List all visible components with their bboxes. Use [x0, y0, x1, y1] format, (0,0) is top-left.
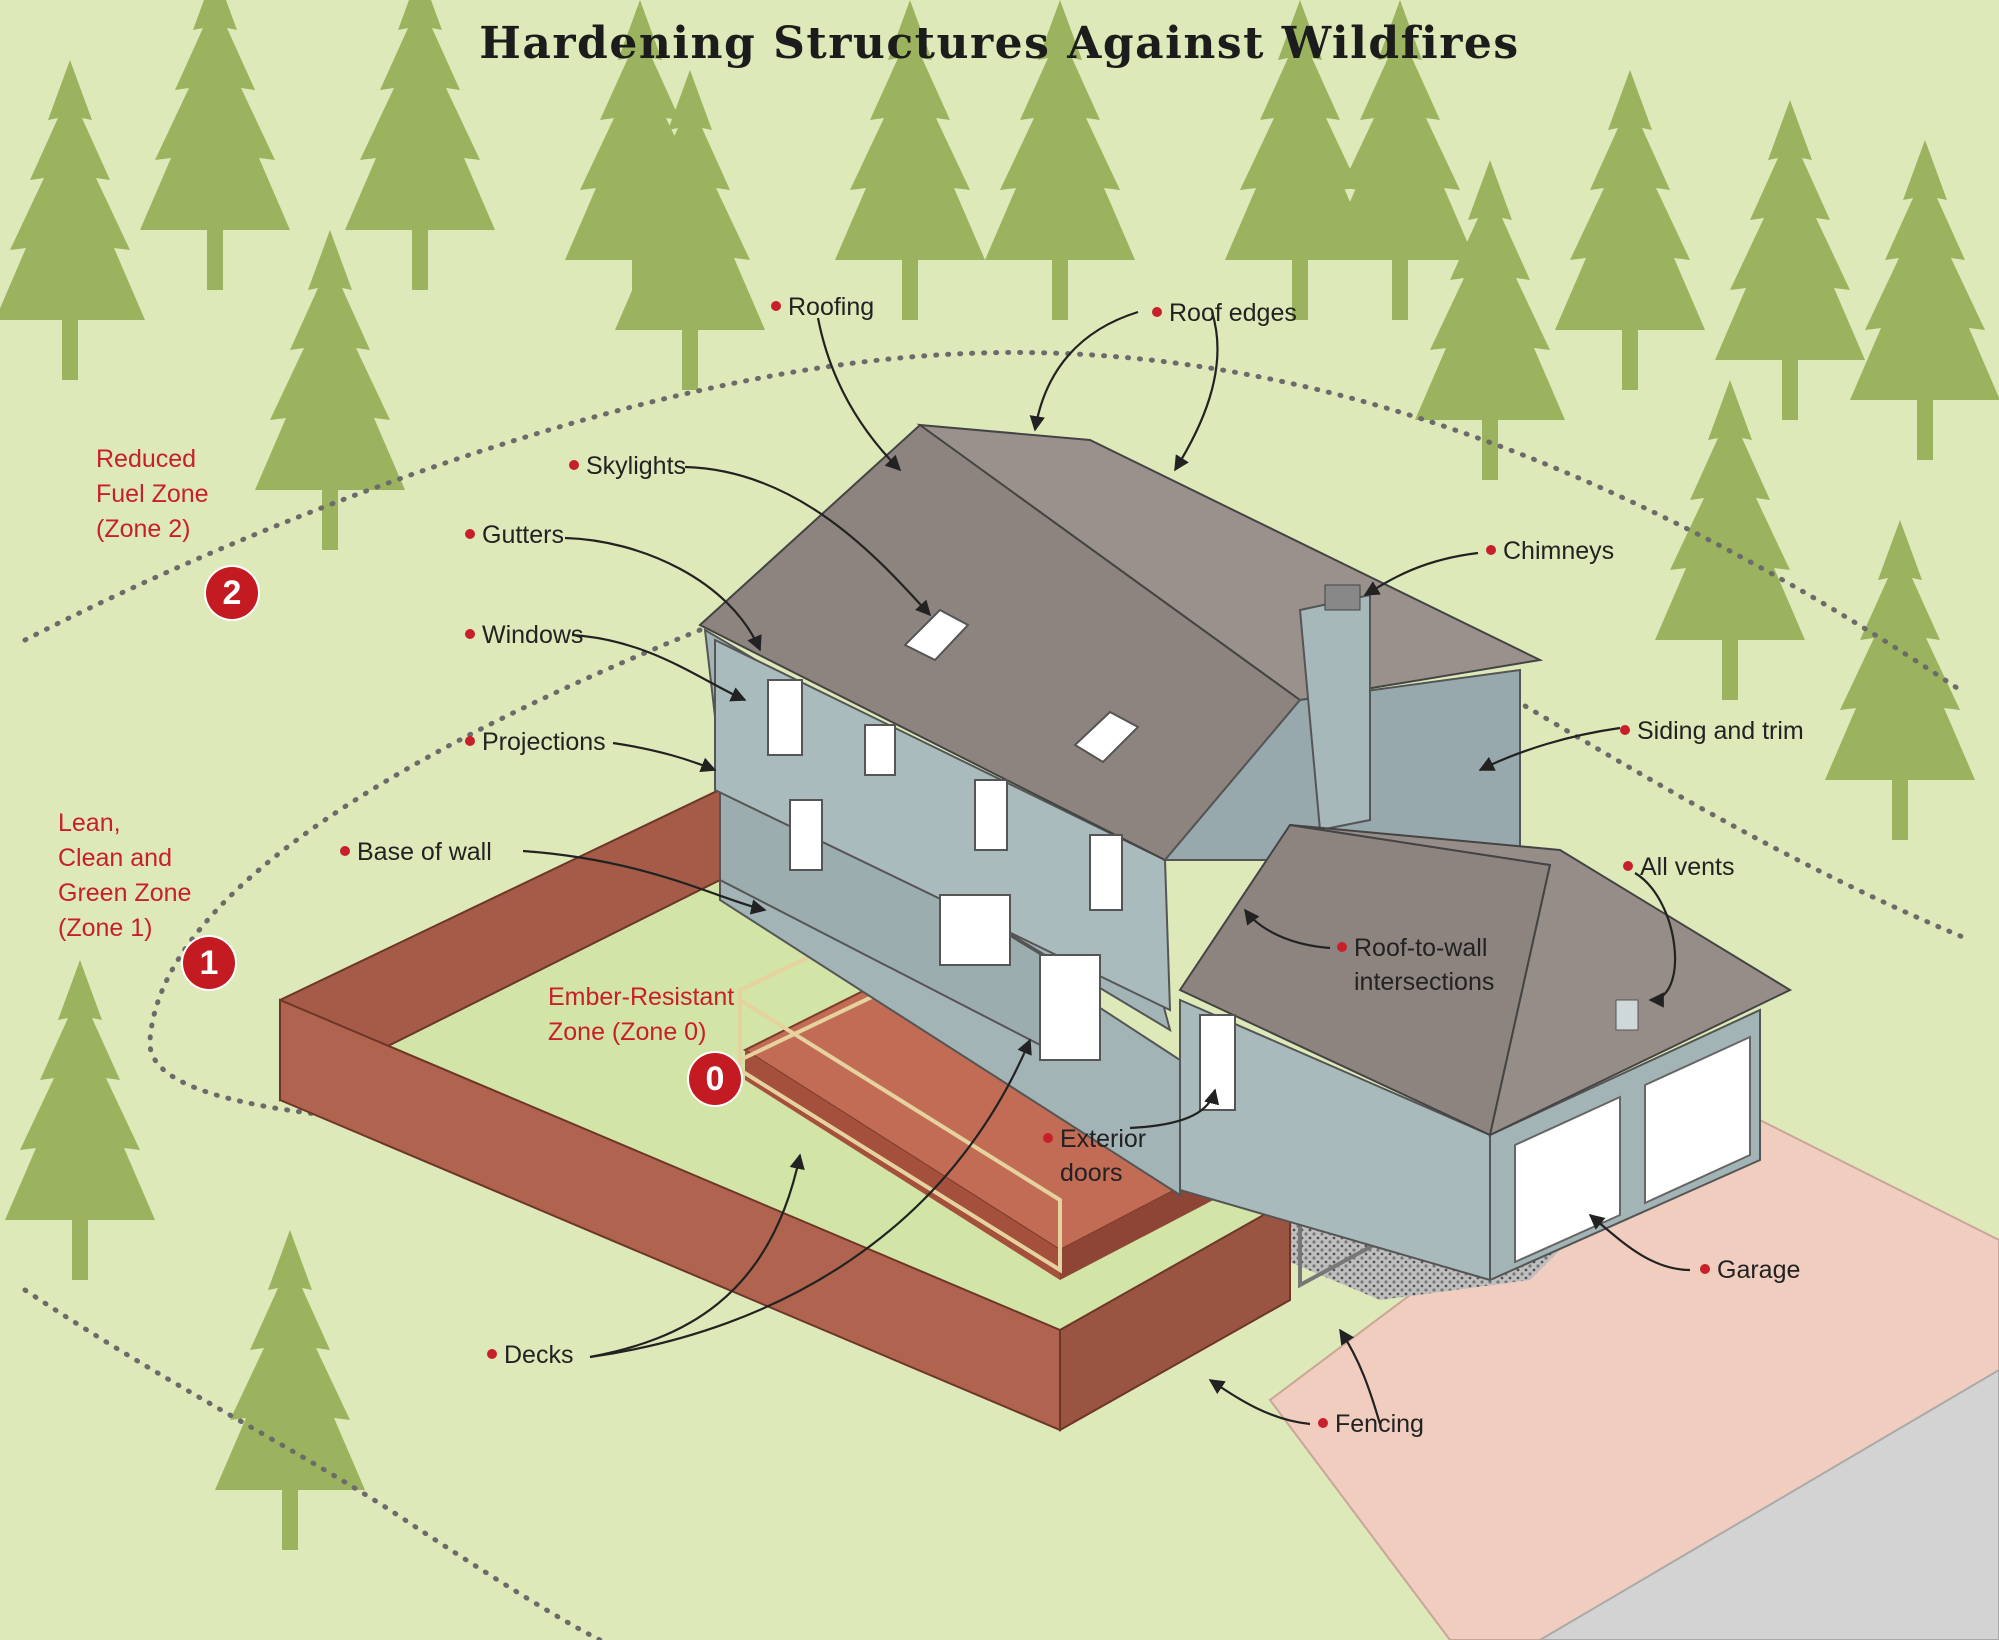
bullet-icon: [1152, 307, 1162, 318]
label-skylights: Skylights: [569, 449, 686, 483]
zone1-badge: 1: [183, 937, 235, 989]
bullet-icon: [487, 1349, 497, 1360]
zone1-label: Lean, Clean and Green Zone (Zone 1): [58, 809, 192, 942]
bullet-icon: [465, 629, 475, 640]
bullet-icon: [465, 529, 475, 540]
street: [1538, 1368, 1999, 1640]
zone0-label: Ember-Resistant Zone (Zone 0): [548, 983, 735, 1046]
label-windows: Windows: [465, 618, 583, 652]
label-roofing: Roofing: [771, 290, 874, 324]
label-chimneys: Chimneys: [1486, 534, 1614, 568]
label-all-vents: All vents: [1623, 850, 1734, 884]
zone2-badge: 2: [206, 567, 258, 619]
zone0-badge: 0: [689, 1053, 741, 1105]
label-siding-and-trim: Siding and trim: [1620, 714, 1804, 748]
bullet-icon: [340, 846, 350, 857]
bullet-icon: [1623, 861, 1633, 872]
bullet-icon: [1337, 942, 1347, 953]
label-decks: Decks: [487, 1338, 573, 1372]
callout-arrow-group: [522, 310, 1691, 1426]
label-roof-edges: Roof edges: [1152, 296, 1297, 330]
label-projections: Projections: [465, 725, 606, 759]
zone2-label: Reduced Fuel Zone (Zone 2): [96, 445, 209, 543]
bullet-icon: [1486, 545, 1496, 556]
label-gutters: Gutters: [465, 518, 564, 552]
bullet-icon: [465, 736, 475, 747]
label-base-of-wall: Base of wall: [340, 835, 492, 869]
house-illustration: [698, 423, 1793, 1282]
bullet-icon: [771, 301, 781, 312]
bullet-icon: [1043, 1133, 1053, 1144]
bullet-icon: [569, 460, 579, 471]
label-garage: Garage: [1700, 1253, 1800, 1287]
bullet-icon: [1318, 1418, 1328, 1429]
page-title: Hardening Structures Against Wildfires: [479, 18, 1520, 69]
label-fencing: Fencing: [1318, 1407, 1424, 1441]
bullet-icon: [1620, 725, 1630, 736]
bullet-icon: [1700, 1264, 1710, 1275]
fence-illustration: [279, 778, 1422, 1432]
